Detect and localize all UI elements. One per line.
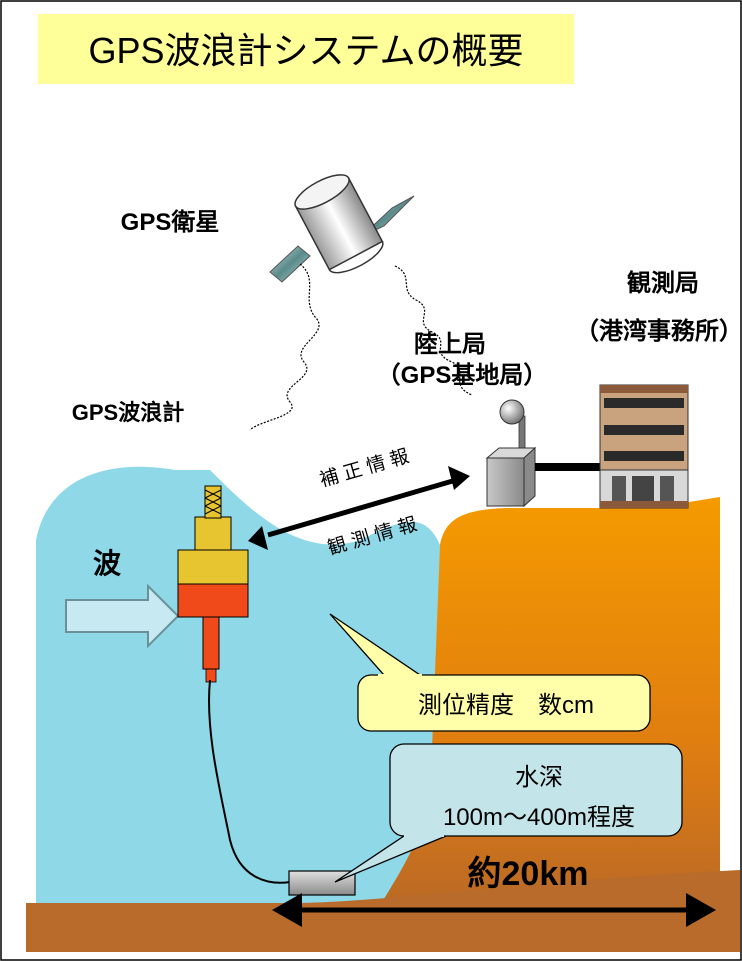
communication-arrow	[248, 466, 470, 550]
signal-line-to-land	[394, 265, 473, 396]
depth-value: 100m～400m程度	[443, 804, 635, 831]
accuracy-label: 測位精度 数cm	[418, 692, 594, 719]
distance-label: 約20km	[468, 855, 589, 893]
page-title: GPS波浪計システムの概要	[89, 30, 524, 71]
title-box: GPS波浪計システムの概要	[38, 14, 574, 84]
wave-label: 波	[93, 548, 122, 579]
mooring-line	[208, 679, 291, 884]
depth-callout: 水深 100m～400m程度	[334, 743, 683, 883]
depth-label: 水深	[515, 764, 563, 791]
satellite-label: GPS衛星	[121, 208, 220, 236]
observation-station-sublabel: （港湾事務所）	[575, 317, 742, 345]
sea	[36, 466, 440, 940]
distance-arrow	[272, 893, 716, 927]
land-station-label: 陸上局	[414, 331, 486, 358]
observation-station-label: 観測局	[627, 269, 699, 297]
wave-arrow	[65, 583, 180, 649]
antenna-icon	[485, 399, 537, 508]
buoy-label: GPS波浪計	[72, 400, 184, 425]
anchor-icon	[288, 870, 356, 896]
accuracy-callout: 測位精度 数cm	[329, 613, 651, 732]
title-background	[38, 14, 574, 84]
cable	[535, 463, 601, 471]
building-icon	[599, 384, 689, 509]
signal-line-to-buoy	[249, 263, 320, 431]
satellite-icon	[269, 174, 415, 283]
land-station-sublabel: （GPS基地局）	[377, 362, 548, 389]
buoy-icon	[177, 485, 249, 683]
